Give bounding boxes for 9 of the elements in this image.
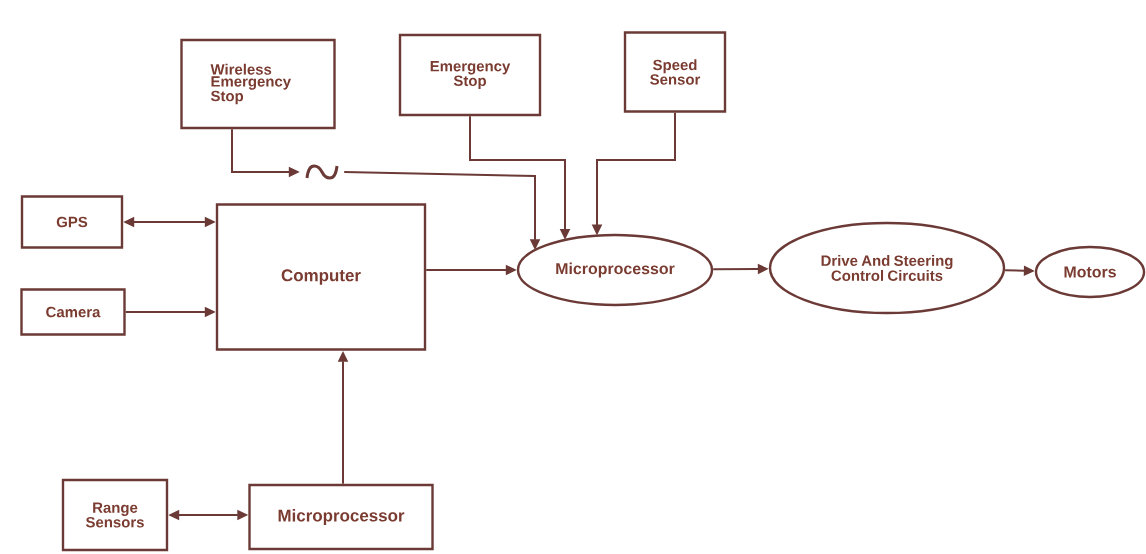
block-box: Wireless Emergency Stop <box>180 38 336 130</box>
block-box: Range Sensors <box>61 478 169 552</box>
block-box: Camera <box>20 288 126 336</box>
wireless-symbol <box>305 164 339 180</box>
block-box: Emergency Stop <box>398 33 542 117</box>
block-box: Microprocessor <box>248 483 434 551</box>
block-box: Computer <box>215 203 427 351</box>
block-box: Speed Sensor <box>623 31 727 113</box>
block-box: GPS <box>20 195 124 249</box>
